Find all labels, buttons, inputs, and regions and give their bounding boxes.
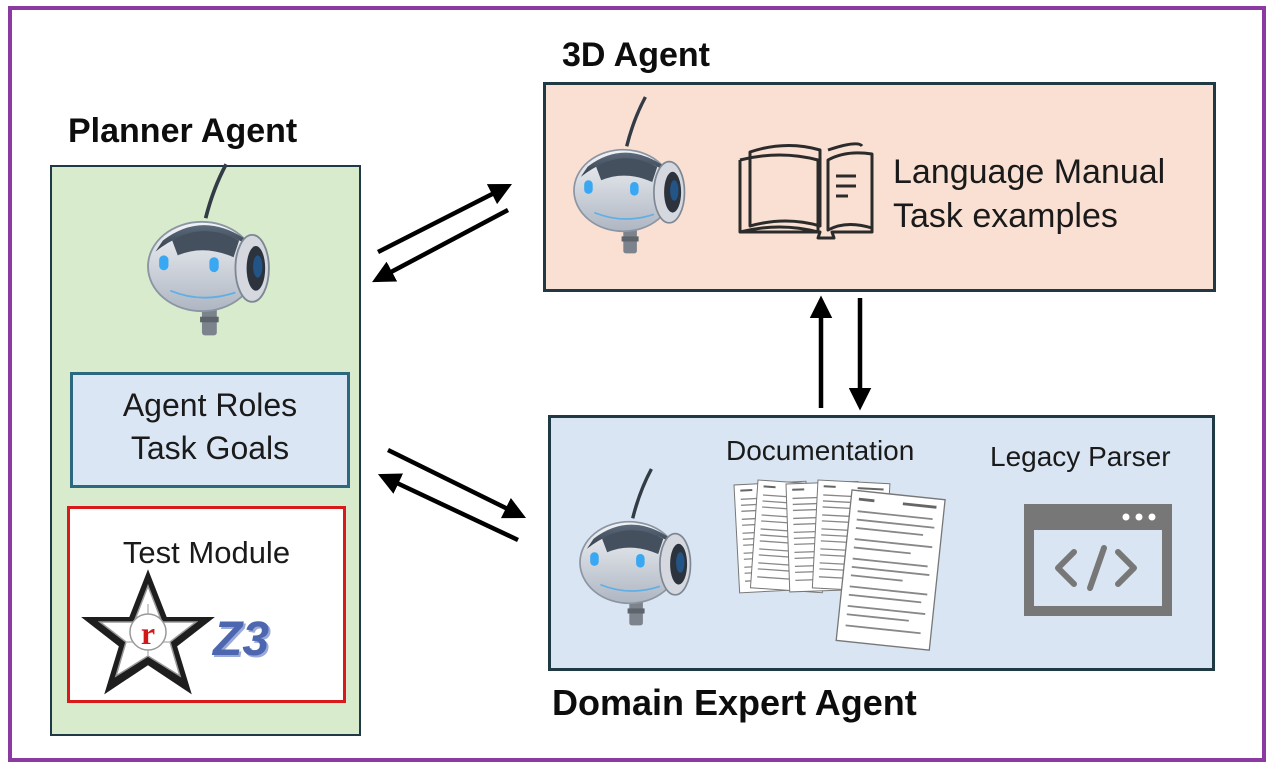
- task-goals-text: Task Goals: [130, 430, 290, 466]
- agent-roles-box: [70, 372, 350, 488]
- agent-roles-text: Agent Roles: [122, 387, 298, 423]
- task-examples-text: Task examples: [893, 197, 1118, 235]
- star-logo-icon: r: [81, 569, 215, 695]
- svg-text:r: r: [141, 615, 155, 651]
- domain-expert-title: Domain Expert Agent: [552, 682, 917, 723]
- diagram-frame: [8, 6, 1266, 762]
- test-module-title: Test Module: [122, 535, 291, 570]
- agent3d-robot-icon: [572, 95, 687, 256]
- planner-expert-arrows: [377, 447, 527, 543]
- documentation-label: Documentation: [726, 435, 915, 466]
- documentation-icon: [733, 479, 946, 651]
- planner-3d-arrows: [372, 183, 513, 283]
- legacy-parser-label: Legacy Parser: [990, 441, 1171, 472]
- planner-agent-title: Planner Agent: [68, 112, 298, 150]
- z3-logo-text: Z3: [213, 613, 270, 666]
- open-book-icon: [738, 142, 874, 240]
- agent3d-panel: [543, 82, 1216, 292]
- code-window-icon: [1024, 504, 1172, 616]
- agent3d-expert-arrows: [809, 295, 872, 411]
- language-manual-text: Language Manual: [893, 153, 1166, 191]
- planner-robot-icon: [146, 162, 271, 338]
- expert-robot-icon: [578, 467, 693, 628]
- agent3d-title: 3D Agent: [562, 36, 710, 74]
